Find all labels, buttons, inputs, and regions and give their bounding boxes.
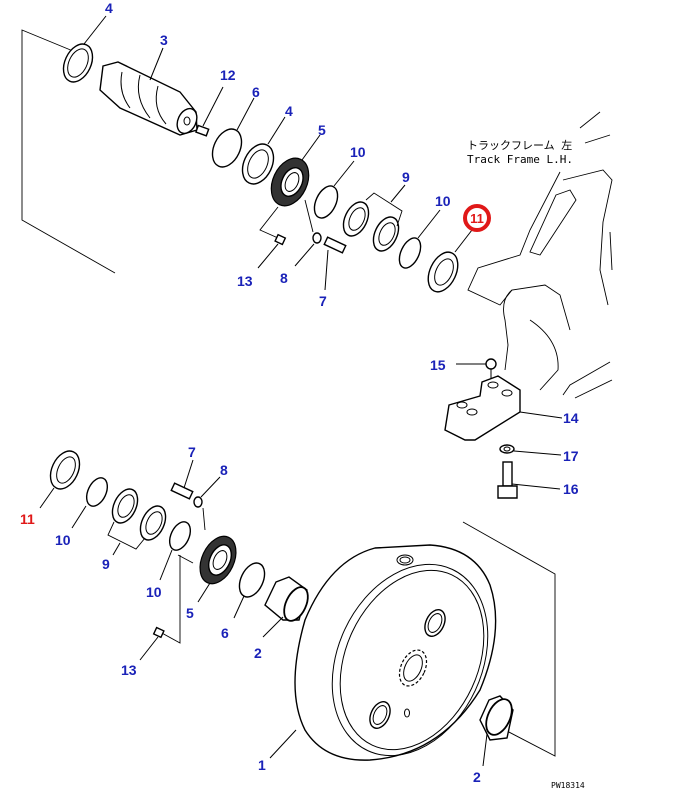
- callout-13-bottom: 13: [121, 662, 137, 678]
- callout-labels: 4 3 12 6 4 5 10 9 10 11 13 8 7 15 14 17 …: [20, 0, 579, 785]
- part-washer-8-top: [294, 232, 322, 267]
- part-bolt-7-top: [323, 236, 347, 291]
- part-collar-5-top: [259, 134, 321, 239]
- part-grease-fitting-13-bottom: [139, 626, 165, 661]
- callout-2-right: 2: [473, 769, 481, 785]
- part-bolt-16: [497, 461, 561, 499]
- part-floating-seal-9-bottom: [107, 488, 167, 556]
- callout-2-left: 2: [254, 645, 262, 661]
- part-bushing-2-left: [262, 576, 309, 638]
- part-collar-5-bottom: [159, 535, 237, 644]
- part-seal-11-top: [427, 229, 473, 293]
- part-seal-11-bottom: [39, 450, 81, 509]
- callout-15: 15: [430, 357, 446, 373]
- callout-10-bottom-b: 10: [146, 584, 162, 600]
- callout-9-bottom: 9: [102, 556, 110, 572]
- part-thrust-washer-4b: [241, 116, 286, 185]
- part-o-ring-6-top: [211, 97, 255, 168]
- callout-16: 16: [563, 481, 579, 497]
- part-washer-8-bottom: [193, 476, 221, 531]
- part-o-ring-10a-bottom: [71, 477, 109, 529]
- track-frame-label-en: Track Frame L.H.: [467, 153, 573, 166]
- top-assembly-frame: [21, 29, 116, 274]
- callout-8-bottom: 8: [220, 462, 228, 478]
- callout-12: 12: [220, 67, 236, 83]
- part-o-ring-10b-bottom: [159, 521, 192, 581]
- part-o-ring-10a-top: [313, 160, 355, 219]
- part-thrust-washer-top-left: [62, 15, 107, 83]
- callout-10-top-b: 10: [435, 193, 451, 209]
- callout-9-top: 9: [402, 169, 410, 185]
- callout-1: 1: [258, 757, 266, 773]
- callout-14: 14: [563, 410, 579, 426]
- callout-10-bottom-a: 10: [55, 532, 71, 548]
- callout-5-top: 5: [318, 122, 326, 138]
- part-grease-fitting-13-top: [257, 233, 287, 269]
- callout-10-top-a: 10: [350, 144, 366, 160]
- track-frame-label-jp: トラックフレーム 左: [467, 139, 572, 152]
- callout-11-bottom: 11: [20, 511, 35, 527]
- callout-13-top: 13: [237, 273, 253, 289]
- callout-4-top: 4: [285, 103, 293, 119]
- callout-6-top: 6: [252, 84, 260, 100]
- callout-11-top: 11: [470, 211, 484, 226]
- part-plug-12: [195, 86, 224, 137]
- callout-5-bottom: 5: [186, 605, 194, 621]
- callout-4-top-left: 4: [105, 0, 113, 16]
- callout-8-top: 8: [280, 270, 288, 286]
- part-floating-seal-9-top: [342, 184, 406, 252]
- part-o-ring-10b-top: [398, 209, 441, 269]
- part-idler-roller-1: [269, 544, 497, 761]
- part-o-ring-6-bottom: [233, 562, 266, 619]
- part-shaft: [99, 47, 198, 136]
- part-bushing-2-right: [479, 695, 514, 767]
- part-bolt-7-bottom: [170, 459, 194, 500]
- part-support-14: [444, 375, 563, 441]
- callout-7-top: 7: [319, 293, 327, 309]
- part-washer-17: [499, 444, 562, 456]
- callout-3: 3: [160, 32, 168, 48]
- callout-17: 17: [563, 448, 579, 464]
- callout-6-bottom: 6: [221, 625, 229, 641]
- drawing-code: PW18314: [551, 781, 585, 790]
- callout-11-top-highlighted: 11: [463, 204, 491, 232]
- callout-7-bottom: 7: [188, 444, 196, 460]
- bottom-assembly-frame: [462, 521, 556, 757]
- track-frame-outline: [467, 111, 613, 399]
